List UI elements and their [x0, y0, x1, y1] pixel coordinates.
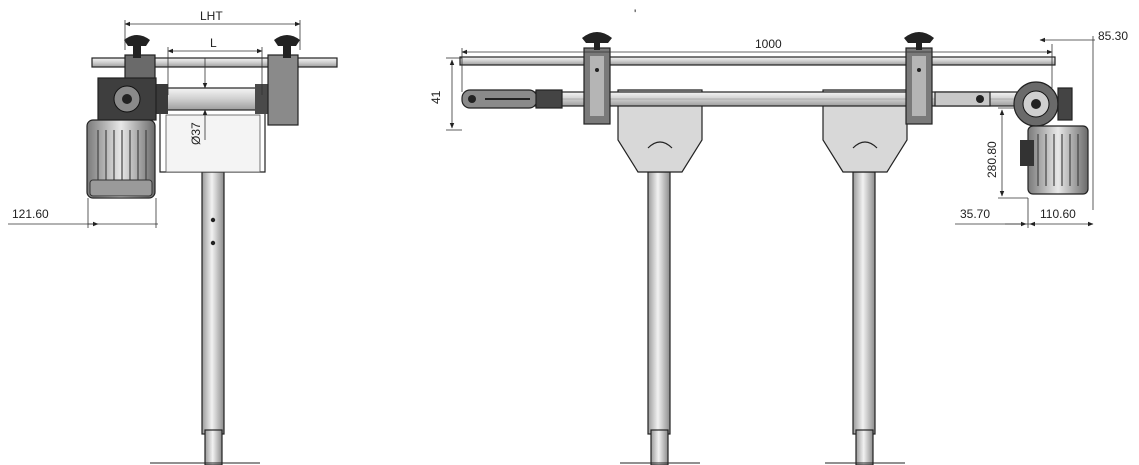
front-clamp-1: [582, 32, 612, 125]
dim-85-30: 85.30: [1098, 29, 1128, 43]
front-top-rail: [459, 56, 1056, 66]
dim-35-70: 35.70: [960, 207, 990, 221]
side-view-dimensions: LHT L Ø37 121.60: [8, 9, 301, 228]
side-view: [86, 35, 338, 465]
front-leg-2: [852, 171, 876, 435]
dim-41: 41: [429, 90, 443, 104]
svg-text:': ': [634, 7, 636, 21]
dim-121-60: 121.60: [12, 207, 49, 221]
side-leg-lower: [204, 429, 223, 465]
front-clamp-2: [904, 32, 934, 125]
side-leg-upper: [201, 171, 225, 435]
front-drive-arm: [934, 91, 991, 107]
dim-lht: LHT: [200, 9, 223, 23]
side-bracket-right: [267, 54, 299, 126]
dim-diameter: Ø37: [189, 122, 203, 145]
dim-280-80: 280.80: [985, 141, 999, 178]
side-rail: [91, 57, 338, 68]
front-leg-head-1: [617, 89, 703, 173]
front-leg-1: [647, 171, 671, 435]
front-motor: [1027, 125, 1089, 195]
dim-110-60: 110.60: [1040, 207, 1076, 221]
front-view: [459, 32, 1089, 465]
front-view-dimensions: ' 1000 41 85.30 280.80 35.70 110.60: [429, 7, 1128, 228]
dim-l: L: [210, 36, 217, 50]
dim-1000: 1000: [755, 37, 782, 51]
